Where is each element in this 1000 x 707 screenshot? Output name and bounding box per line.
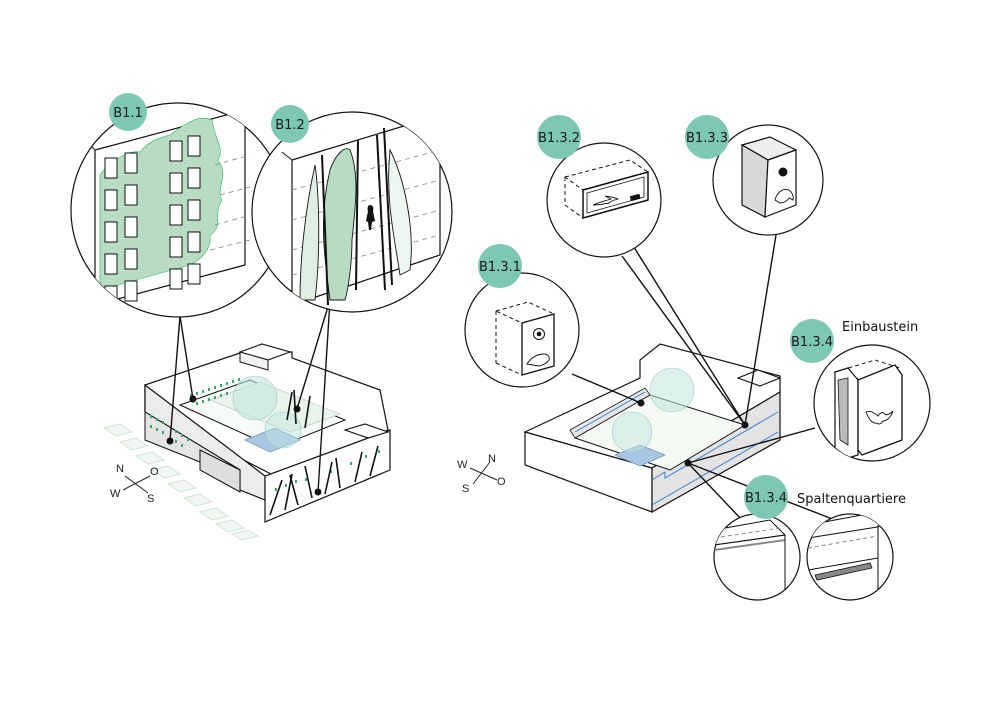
- left-building: [102, 343, 391, 541]
- detail-circle-b1-1: [70, 102, 286, 318]
- person-silhouette: [366, 205, 375, 230]
- badge-b1-3-4-spalten: B1.3.4: [744, 475, 788, 519]
- compass-w: W: [457, 459, 468, 471]
- compass-left: N O W S: [110, 463, 159, 505]
- detail-circle-b1-3-4-einbaustein: [813, 344, 931, 462]
- compass-w: W: [110, 488, 121, 500]
- caption-einbaustein: Einbaustein: [842, 320, 918, 335]
- detail-circle-b1-3-4-spalten-a: [713, 513, 801, 601]
- badge-label: B1.3.4: [791, 335, 833, 350]
- compass-o: O: [497, 476, 506, 488]
- badge-label: B1.3.4: [745, 491, 787, 506]
- badge-b1-3-2: B1.3.2: [537, 115, 581, 159]
- compass-n: N: [488, 453, 496, 465]
- badge-label: B1.2: [275, 118, 305, 133]
- pavement-tiles: [102, 423, 260, 541]
- detail-circle-b1-3-1: [464, 272, 580, 388]
- compass-s: S: [147, 493, 154, 505]
- badge-b1-2: B1.2: [271, 105, 309, 143]
- detail-circle-b1-2: [251, 111, 453, 313]
- detail-circle-b1-3-3: [712, 124, 824, 236]
- compass-s: S: [462, 483, 469, 495]
- detail-circle-b1-3-2: [546, 142, 662, 258]
- badge-label: B1.1: [113, 106, 143, 121]
- badge-label: B1.3.2: [538, 131, 580, 146]
- badge-b1-1: B1.1: [109, 93, 147, 131]
- leader-lines-left: [169, 299, 331, 493]
- green-facade-dots: [150, 378, 380, 491]
- compass-o: O: [150, 466, 159, 478]
- compass-right: N W O S: [457, 453, 506, 495]
- badge-b1-3-1: B1.3.1: [478, 244, 522, 288]
- badge-b1-3-4-einbaustein: B1.3.4: [790, 319, 834, 363]
- bat-icon: [865, 410, 894, 425]
- compass-n: N: [116, 463, 124, 475]
- caption-spaltenquartiere: Spaltenquartiere: [797, 492, 906, 507]
- badge-label: B1.3.1: [479, 260, 521, 275]
- badge-b1-3-3: B1.3.3: [685, 115, 729, 159]
- songbird-icon: [526, 353, 550, 367]
- starling-icon: [774, 189, 794, 204]
- trellis-rods: [269, 389, 379, 516]
- swift-icon: [592, 195, 620, 206]
- badge-label: B1.3.3: [686, 131, 728, 146]
- detail-circle-b1-3-4-spalten-b: [806, 513, 894, 601]
